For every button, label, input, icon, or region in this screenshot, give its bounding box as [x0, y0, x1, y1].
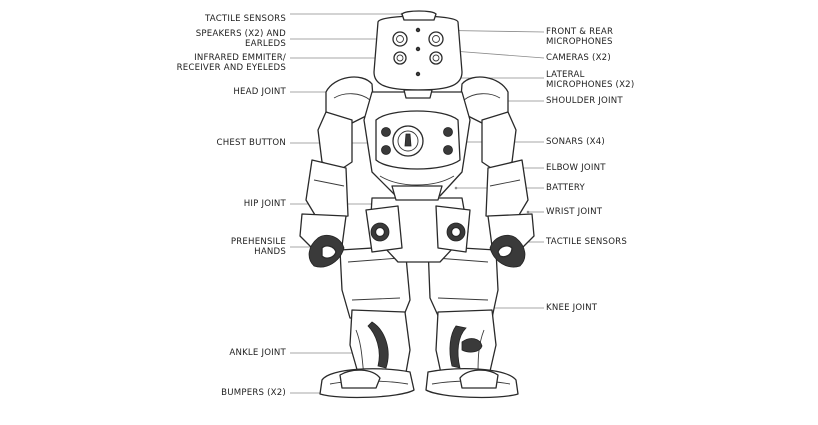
head: [373, 10, 463, 99]
left-arm: [299, 76, 375, 268]
right-arm: [459, 76, 535, 268]
label-hip-joint: HIP JOINT: [243, 199, 286, 209]
label-prehensile-hands: PREHENSILE HANDS: [230, 237, 286, 257]
label-ankle-joint: ANKLE JOINT: [229, 348, 286, 358]
label-battery: BATTERY: [546, 183, 585, 193]
label-front-rear-microphones: FRONT & REAR MICROPHONES: [546, 27, 614, 47]
label-infrared-emitter: INFRARED EMMITER/ RECEIVER AND EYELEDS: [176, 53, 286, 73]
label-sonars: SONARS (X4): [546, 137, 605, 147]
label-tactile-sensors-head: TACTILE SENSORS: [204, 14, 286, 24]
left-leg: [319, 245, 415, 399]
label-head-joint: HEAD JOINT: [233, 87, 286, 97]
right-leg: [425, 245, 519, 399]
torso: [363, 91, 471, 201]
leader-end-wrist-joint: [526, 210, 530, 214]
label-bumpers: BUMPERS (X2): [221, 388, 286, 398]
label-speakers-earleds: SPEAKERS (X2) AND EARLEDS: [195, 29, 286, 49]
label-tactile-sensors-hand: TACTILE SENSORS: [546, 237, 628, 247]
label-knee-joint: KNEE JOINT: [546, 303, 598, 313]
label-lateral-microphones: LATERAL MICROPHONES (X2): [546, 70, 635, 90]
label-shoulder-joint: SHOULDER JOINT: [546, 96, 623, 106]
pelvis: [365, 197, 471, 263]
label-elbow-joint: ELBOW JOINT: [546, 163, 606, 173]
leader-end-battery: [454, 186, 458, 190]
label-wrist-joint: WRIST JOINT: [546, 207, 603, 217]
label-chest-button: CHEST BUTTON: [216, 138, 286, 148]
label-cameras: CAMERAS (X2): [546, 53, 611, 63]
